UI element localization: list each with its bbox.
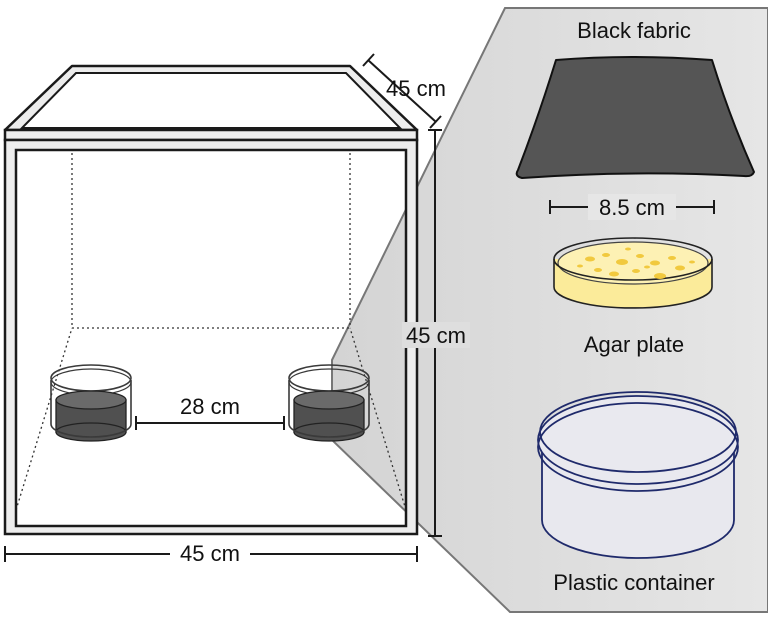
depth-label: 45 cm [386, 76, 446, 101]
plastic-container [537, 391, 739, 559]
agar-colonies [577, 247, 695, 279]
width-label-bg [170, 540, 250, 566]
fabric-width-label: 8.5 cm [599, 195, 665, 220]
left-container [50, 364, 132, 442]
height-label-bg [402, 322, 470, 348]
black-fabric [515, 56, 755, 179]
width-label: 45 cm [180, 541, 240, 566]
cage-back-edges [15, 148, 407, 511]
right-container [288, 364, 370, 442]
cage [3, 64, 419, 536]
spacing-label-bg [160, 392, 260, 418]
cage-front-frame [3, 138, 419, 536]
spacing-label: 28 cm [180, 394, 240, 419]
black-fabric-label: Black fabric [577, 18, 691, 43]
fabric-width-label-bg [588, 194, 676, 220]
spacing-dimension [135, 416, 285, 430]
agar-plate [553, 237, 713, 309]
cage-lid [3, 64, 419, 142]
depth-dimension [362, 53, 442, 129]
plastic-container-label: Plastic container [553, 570, 714, 595]
height-label: 45 cm [406, 323, 466, 348]
agar-plate-label: Agar plate [584, 332, 684, 357]
